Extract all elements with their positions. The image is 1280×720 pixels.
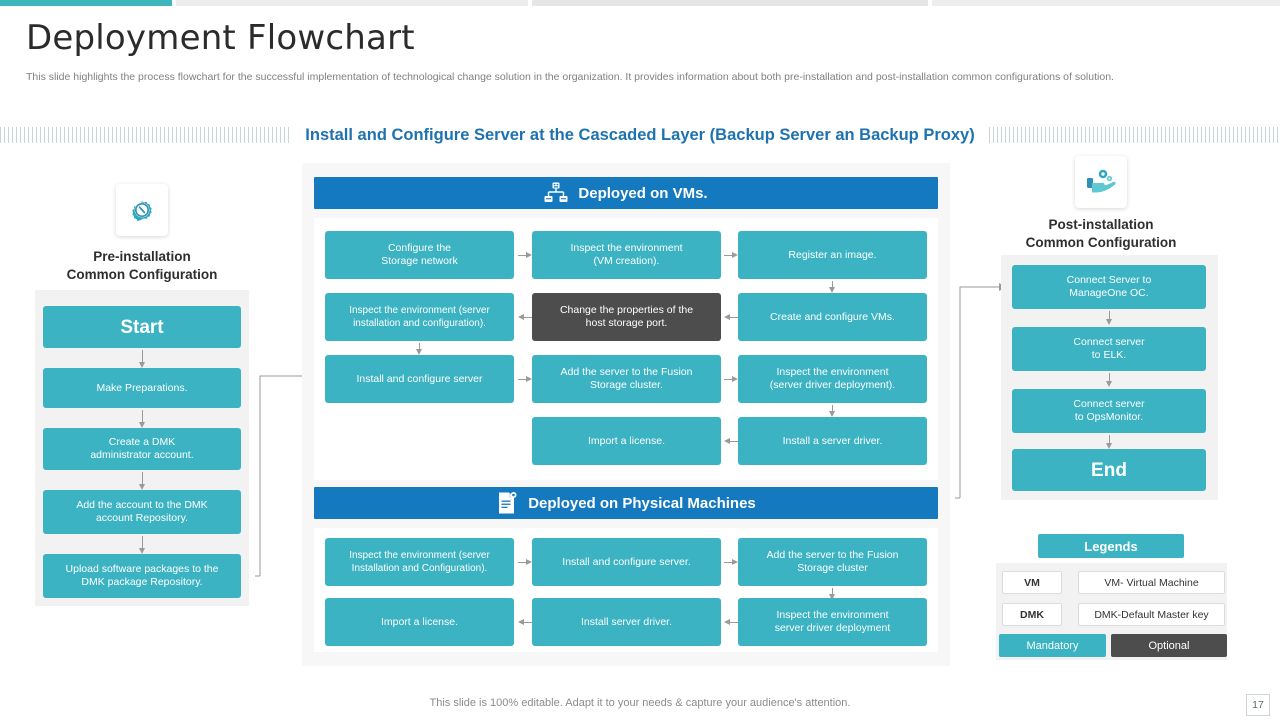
legend-chip-optional: Optional — [1111, 634, 1227, 657]
page-number: 17 — [1246, 694, 1270, 716]
legend-chip-mandatory: Mandatory — [999, 634, 1106, 657]
section-header-deployed-on-physical-machines: Deployed on Physical Machines — [314, 487, 938, 519]
hatch-decoration-left — [0, 127, 292, 143]
page-title: Deployment Flowchart — [26, 18, 415, 58]
section-headline: Install and Configure Server at the Casc… — [305, 125, 975, 144]
hand-gears-icon — [1075, 156, 1127, 208]
left-column-caption: Pre-installation Common Configuration — [12, 248, 272, 284]
network-hierarchy-icon — [544, 182, 568, 204]
pm-box-inspect-environment-server-driver-deployment[interactable]: Inspect the environment server driver de… — [738, 598, 927, 646]
flow-step-connect-manageone[interactable]: Connect Server to ManageOne OC. — [1012, 265, 1206, 309]
section-header-label-physical: Deployed on Physical Machines — [528, 494, 756, 512]
top-rule-segment-2 — [532, 0, 928, 6]
section-headline-row: Install and Configure Server at the Casc… — [0, 124, 1280, 146]
vm-box-create-configure-vms[interactable]: Create and configure VMs. — [738, 293, 927, 341]
gear-settings-icon — [116, 184, 168, 236]
pm-box-install-configure-server[interactable]: Install and configure server. — [532, 538, 721, 586]
footer-note: This slide is 100% editable. Adapt it to… — [429, 697, 851, 709]
top-rule-segment-3 — [932, 0, 1280, 6]
left-caption-line1: Pre-installation — [93, 249, 191, 264]
top-rule-segment-1 — [176, 0, 528, 6]
flow-step-make-preparations[interactable]: Make Preparations. — [43, 368, 241, 408]
vm-box-import-a-license[interactable]: Import a license. — [532, 417, 721, 465]
right-caption-line2: Common Configuration — [1025, 235, 1177, 250]
page-description: This slide highlights the process flowch… — [26, 71, 1114, 83]
flow-step-connect-opsmonitor[interactable]: Connect server to OpsMonitor. — [1012, 389, 1206, 433]
legend-value-vm: VM- Virtual Machine — [1078, 571, 1225, 594]
flow-step-add-account-repository[interactable]: Add the account to the DMK account Repos… — [43, 490, 241, 534]
vm-box-register-an-image[interactable]: Register an image. — [738, 231, 927, 279]
vm-box-inspect-environment-vm-creation[interactable]: Inspect the environment (VM creation). — [532, 231, 721, 279]
vm-box-add-server-fusion-storage-cluster[interactable]: Add the server to the Fusion Storage clu… — [532, 355, 721, 403]
pm-box-install-server-driver[interactable]: Install server driver. — [532, 598, 721, 646]
legend-key-vm: VM — [1002, 571, 1062, 594]
vm-box-inspect-environment-driver-deployment[interactable]: Inspect the environment (server driver d… — [738, 355, 927, 403]
right-column-caption: Post-installation Common Configuration — [985, 216, 1217, 252]
flow-step-create-dmk-account[interactable]: Create a DMK administrator account. — [43, 428, 241, 470]
vm-box-install-a-server-driver[interactable]: Install a server driver. — [738, 417, 927, 465]
vm-box-install-configure-server[interactable]: Install and configure server — [325, 355, 514, 403]
flow-step-connect-elk[interactable]: Connect server to ELK. — [1012, 327, 1206, 371]
flow-step-end[interactable]: End — [1012, 449, 1206, 491]
section-header-deployed-on-vms: Deployed on VMs. — [314, 177, 938, 209]
vm-box-change-host-storage-port[interactable]: Change the properties of the host storag… — [532, 293, 721, 341]
section-header-label-vms: Deployed on VMs. — [578, 184, 708, 202]
pm-box-import-a-license[interactable]: Import a license. — [325, 598, 514, 646]
pm-box-inspect-environment-server-install[interactable]: Inspect the environment (server Installa… — [325, 538, 514, 586]
legend-value-dmk: DMK-Default Master key — [1078, 603, 1225, 626]
left-caption-line2: Common Configuration — [66, 267, 218, 282]
document-settings-icon — [496, 491, 518, 515]
top-accent-rule — [0, 0, 1280, 6]
top-rule-segment-accent — [0, 0, 172, 6]
legend-key-dmk: DMK — [1002, 603, 1062, 626]
flow-step-upload-software-packages[interactable]: Upload software packages to the DMK pack… — [43, 554, 241, 598]
vm-box-inspect-environment-server-install[interactable]: Inspect the environment (server installa… — [325, 293, 514, 341]
vm-box-configure-storage-network[interactable]: Configure the Storage network — [325, 231, 514, 279]
right-caption-line1: Post-installation — [1048, 217, 1154, 232]
pm-box-add-server-fusion-storage-cluster[interactable]: Add the server to the Fusion Storage clu… — [738, 538, 927, 586]
flow-step-start[interactable]: Start — [43, 306, 241, 348]
legends-title: Legends — [1038, 534, 1184, 558]
hatch-decoration-right — [988, 127, 1280, 143]
